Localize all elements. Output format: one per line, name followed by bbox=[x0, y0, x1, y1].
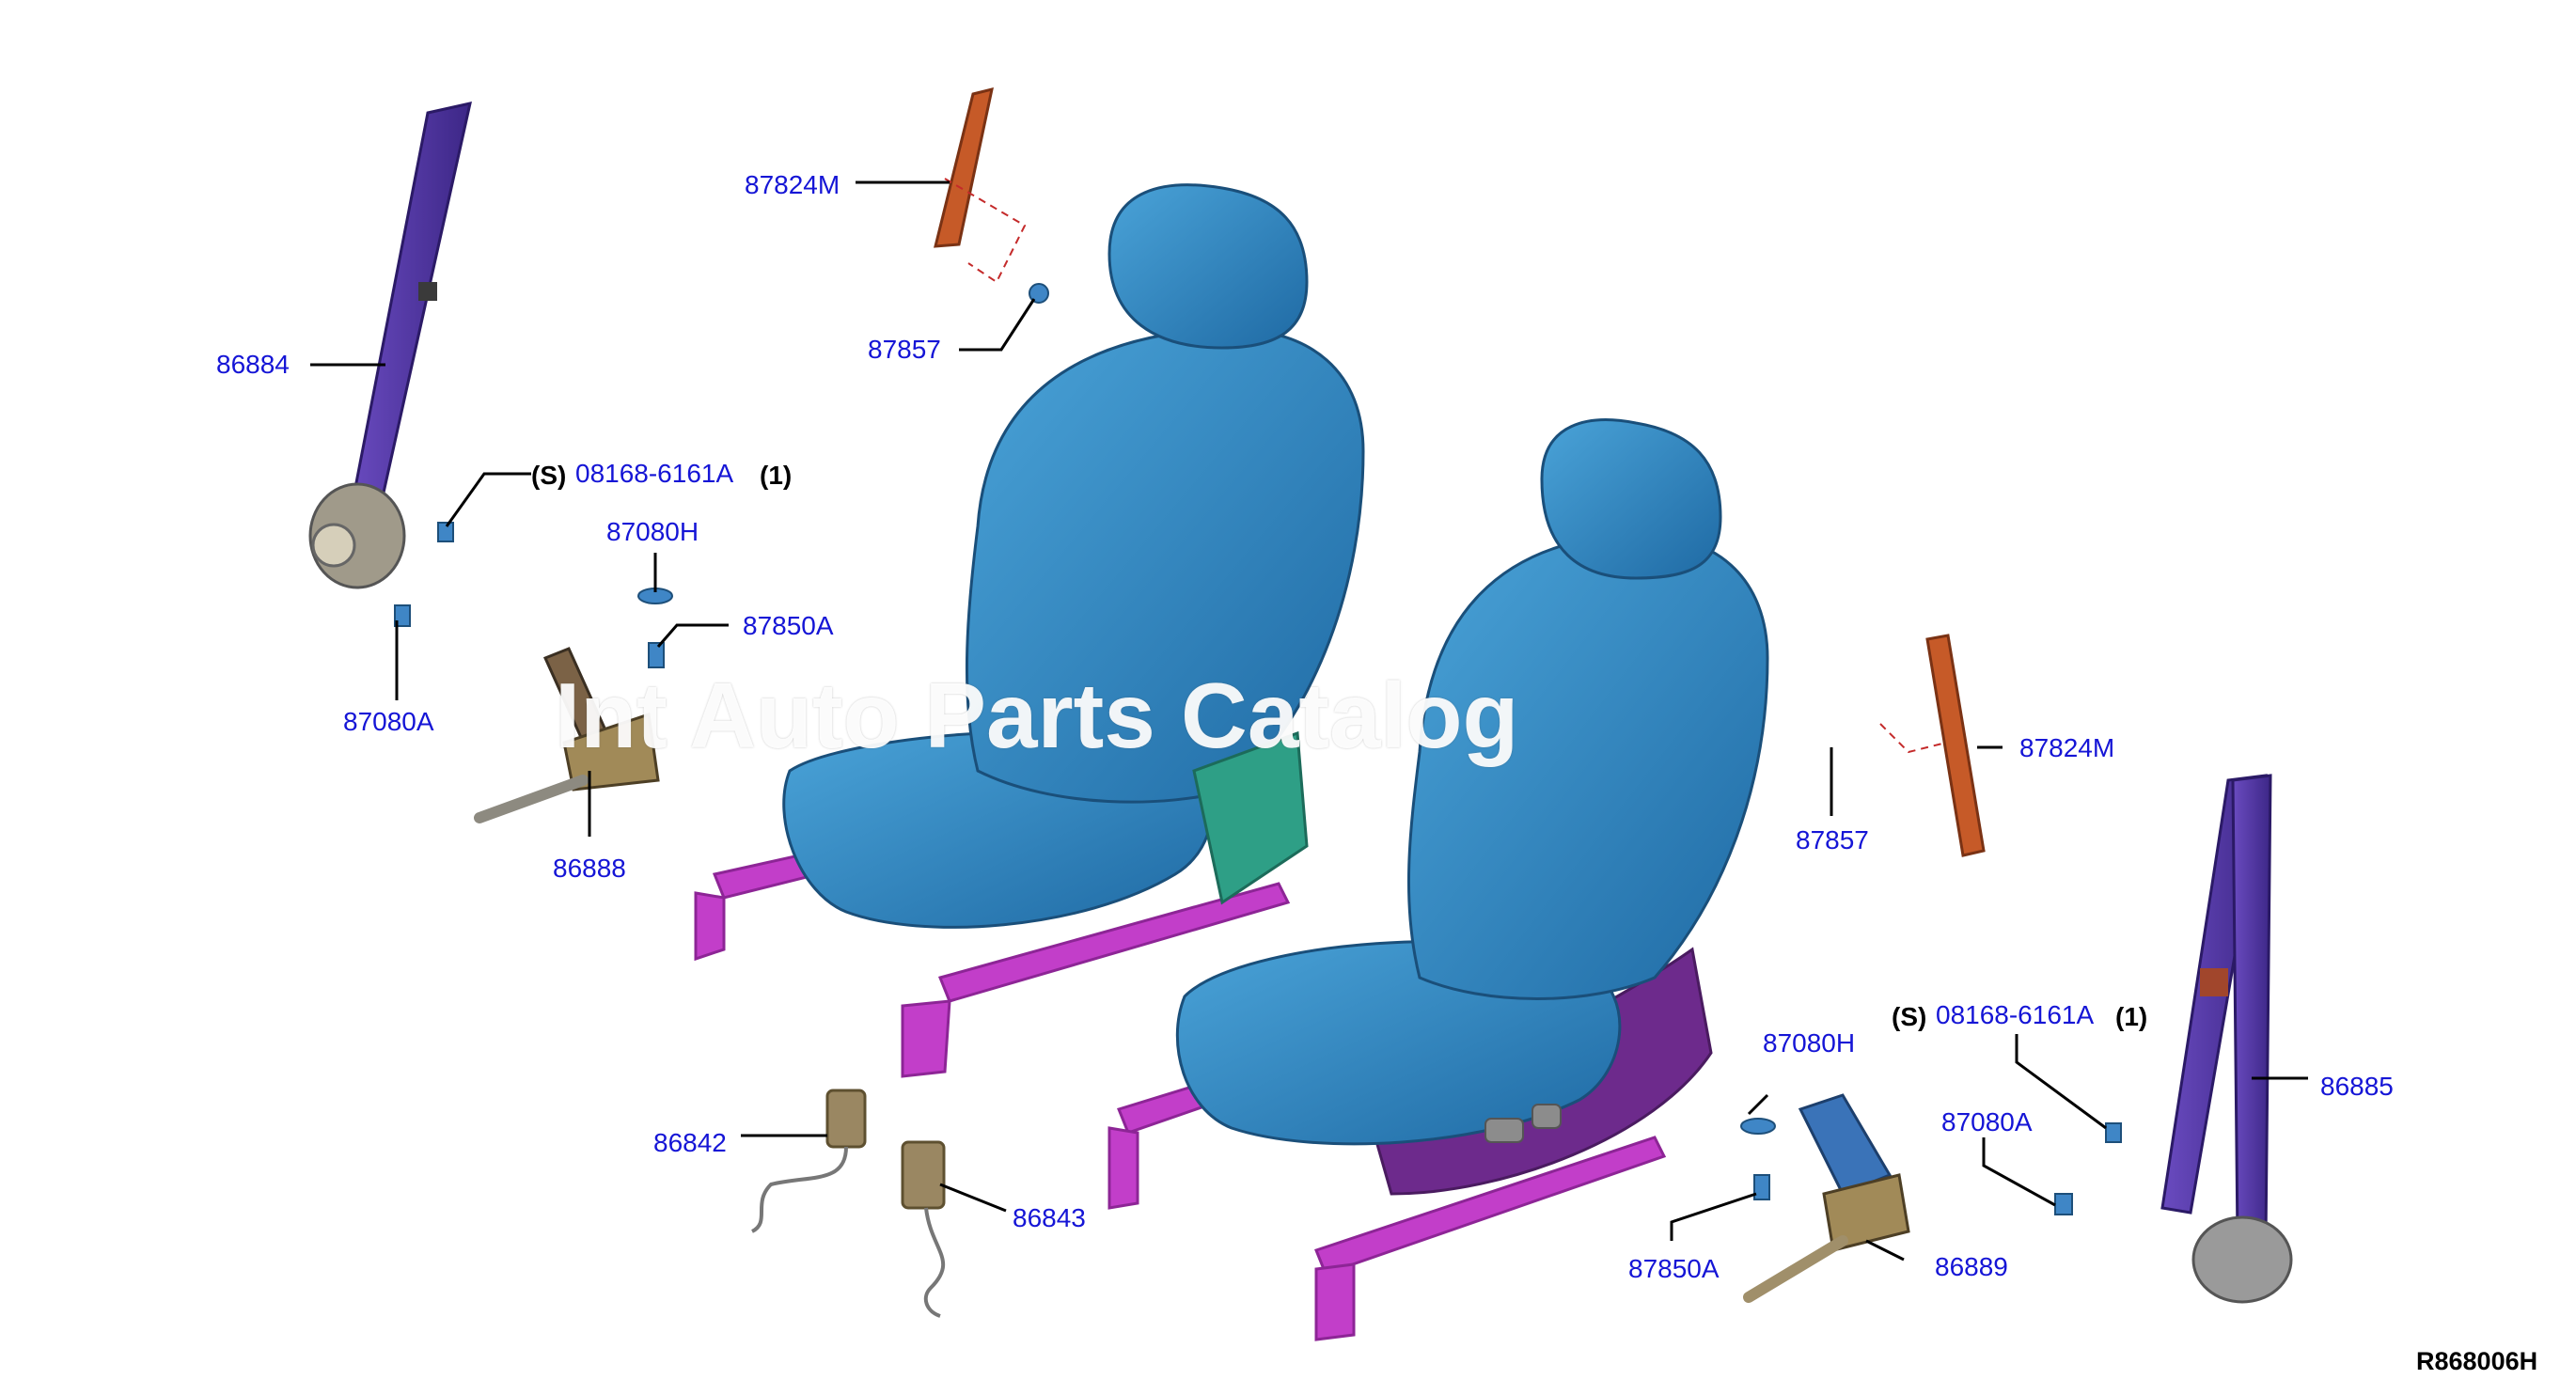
drawing-code: R868006H bbox=[2416, 1347, 2538, 1375]
seat-backrest-right bbox=[1406, 533, 1769, 1000]
callout-87850a-right: 87850A bbox=[1628, 1254, 1720, 1283]
callout-86843: 86843 bbox=[1013, 1203, 1086, 1232]
callout-87080a-right: 87080A bbox=[1941, 1107, 2033, 1136]
seat-backrest-left bbox=[965, 327, 1365, 804]
seat-rail-right bbox=[1107, 1070, 1667, 1341]
callout-87824m-right: 87824M bbox=[2019, 733, 2115, 762]
callout-86888: 86888 bbox=[553, 854, 626, 883]
leader-lines bbox=[310, 180, 2308, 1262]
seat-left bbox=[694, 183, 1365, 1078]
callout-86889: 86889 bbox=[1935, 1252, 2008, 1281]
callout-87824m-top: 87824M bbox=[745, 170, 840, 199]
seat-switches bbox=[1484, 1104, 1562, 1143]
callout-screw-right-qty: (1) bbox=[2115, 1002, 2148, 1031]
seat-side-trim-left bbox=[1192, 730, 1309, 905]
callout-screw-right: 08168-6161A bbox=[1936, 1000, 2095, 1029]
callout-87850a-left: 87850A bbox=[743, 611, 834, 640]
buckle-anchor-right-part bbox=[1743, 1093, 1910, 1303]
callout-87080a-left: 87080A bbox=[343, 707, 434, 736]
callout-87080h-right: 87080H bbox=[1763, 1028, 1856, 1058]
callout-87857-right: 87857 bbox=[1796, 825, 1869, 854]
callout-screw-right-prefix: (S) bbox=[1892, 1002, 1927, 1031]
harness-top-part bbox=[934, 86, 1049, 304]
buckles-part bbox=[750, 1089, 946, 1318]
cover-bolt-left-part bbox=[637, 588, 673, 668]
callout-screw-left-prefix: (S) bbox=[531, 461, 567, 490]
callout-86842: 86842 bbox=[653, 1128, 727, 1157]
screw-right-part bbox=[1740, 1118, 2122, 1215]
seat-headrest-right bbox=[1540, 418, 1722, 580]
callout-87080h-left: 87080H bbox=[606, 517, 699, 546]
callout-86885: 86885 bbox=[2320, 1072, 2394, 1101]
harness-right-part bbox=[1879, 634, 1986, 857]
watermark-text: Int Auto Parts Catalog bbox=[555, 664, 1519, 767]
buckle-anchor-left-part bbox=[474, 647, 660, 823]
seatbelt-left-part bbox=[308, 102, 472, 589]
seat-right bbox=[1107, 418, 1769, 1341]
seatbelt-right-part bbox=[2160, 774, 2293, 1304]
seat-headrest-left bbox=[1107, 183, 1309, 350]
screw-left-part bbox=[394, 522, 454, 627]
callout-87857-top: 87857 bbox=[868, 335, 941, 364]
callout-86884: 86884 bbox=[216, 350, 290, 379]
callout-screw-left: 08168-6161A bbox=[575, 459, 734, 488]
callout-screw-left-qty: (1) bbox=[760, 461, 793, 490]
